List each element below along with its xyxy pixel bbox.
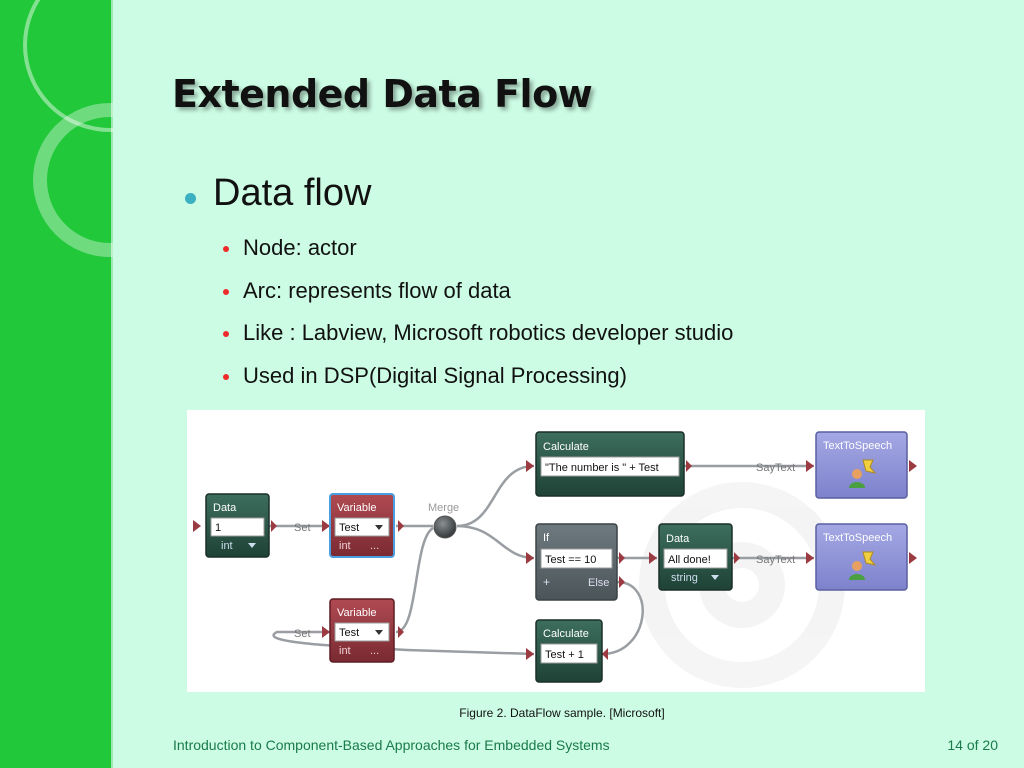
calculate-node[interactable]: Calculate "The number is " + Test — [535, 431, 685, 497]
dropdown-arrow-icon[interactable] — [375, 525, 383, 530]
add-case-button[interactable]: + — [543, 575, 550, 589]
set-label: Set — [294, 522, 311, 534]
texttospeech-node[interactable]: TextToSpeech — [815, 523, 908, 591]
slide-title: Extended Data Flow — [172, 72, 593, 116]
node-value: Test == 10 — [545, 554, 596, 566]
bullet-dot — [185, 193, 196, 204]
decorative-circles — [23, 0, 113, 257]
node-more[interactable]: ... — [370, 540, 379, 552]
variable-node[interactable]: Variable Test int ... — [329, 493, 395, 558]
speech-person-icon — [849, 459, 877, 488]
node-value: All done! — [668, 554, 711, 566]
calculate-node[interactable]: Calculate Test + 1 — [535, 619, 603, 683]
node-type: int — [339, 540, 351, 552]
node-value: Test — [339, 627, 359, 639]
speech-person-icon — [849, 551, 877, 580]
figure-caption: Figure 2. DataFlow sample. [Microsoft] — [0, 706, 1024, 720]
merge-label: Merge — [428, 502, 459, 514]
node-header: If — [543, 532, 550, 544]
node-more[interactable]: ... — [370, 645, 379, 657]
node-value: 1 — [215, 522, 221, 534]
saytext-label: SayText — [756, 462, 795, 474]
sub-bullet-dot — [223, 289, 229, 295]
data-node[interactable]: Data All done! string — [658, 523, 733, 591]
sub-bullet-dot — [223, 331, 229, 337]
merge-node[interactable] — [433, 515, 457, 539]
dropdown-arrow-icon[interactable] — [375, 630, 383, 635]
node-value-field[interactable] — [540, 456, 680, 477]
left-decorative-bar — [0, 0, 113, 768]
node-value: Test — [339, 522, 359, 534]
sub-bullet-dot — [223, 246, 229, 252]
node-type: string — [671, 572, 698, 584]
slide-footer: Introduction to Component-Based Approach… — [173, 737, 610, 753]
node-type: int — [221, 540, 233, 552]
node-value-field[interactable] — [540, 548, 613, 569]
node-header: Calculate — [543, 441, 589, 453]
dropdown-arrow-icon[interactable] — [711, 575, 719, 580]
variable-node[interactable]: Variable Test int ... — [329, 598, 395, 663]
node-header: TextToSpeech — [823, 440, 892, 452]
node-header: Variable — [337, 607, 377, 619]
wire-arrows — [193, 460, 917, 660]
node-value: "The number is " + Test — [545, 462, 659, 474]
dataflow-diagram: Set Set SayText SayText Merge Data 1 int… — [193, 431, 917, 688]
sub-bullet-node: Node: actor — [243, 235, 357, 260]
texttospeech-node[interactable]: TextToSpeech — [815, 431, 908, 499]
node-header: TextToSpeech — [823, 532, 892, 544]
node-header: Data — [666, 533, 690, 545]
sidebar-stripe — [111, 0, 113, 768]
node-value-field[interactable] — [210, 517, 265, 537]
node-value-field[interactable] — [334, 517, 390, 537]
node-type: int — [339, 645, 351, 657]
node-value-field[interactable] — [540, 643, 598, 664]
node-header: Calculate — [543, 628, 589, 640]
set-label: Set — [294, 628, 311, 640]
data-node[interactable]: Data 1 int — [205, 493, 270, 558]
sub-bullet-dot — [223, 374, 229, 380]
sub-bullet-dsp: Used in DSP(Digital Signal Processing) — [243, 363, 627, 388]
bullet-data-flow: Data flow — [213, 172, 372, 214]
else-label: Else — [588, 577, 609, 589]
node-value-field[interactable] — [663, 548, 728, 569]
node-header: Data — [213, 502, 237, 514]
saytext-label: SayText — [756, 554, 795, 566]
node-value: Test + 1 — [545, 649, 584, 661]
sub-bullet-arc: Arc: represents flow of data — [243, 278, 511, 303]
dropdown-arrow-icon[interactable] — [248, 543, 256, 548]
dataflow-figure: Set Set SayText SayText Merge Data 1 int… — [187, 410, 925, 692]
sub-bullet-like: Like : Labview, Microsoft robotics devel… — [243, 320, 734, 345]
node-header: Variable — [337, 502, 377, 514]
if-node[interactable]: If Test == 10 + Else — [535, 523, 618, 601]
page-number: 14 of 20 — [947, 737, 998, 753]
caption-text: Figure 2. DataFlow sample. [Microsoft] — [459, 706, 665, 720]
node-value-field[interactable] — [334, 622, 390, 642]
